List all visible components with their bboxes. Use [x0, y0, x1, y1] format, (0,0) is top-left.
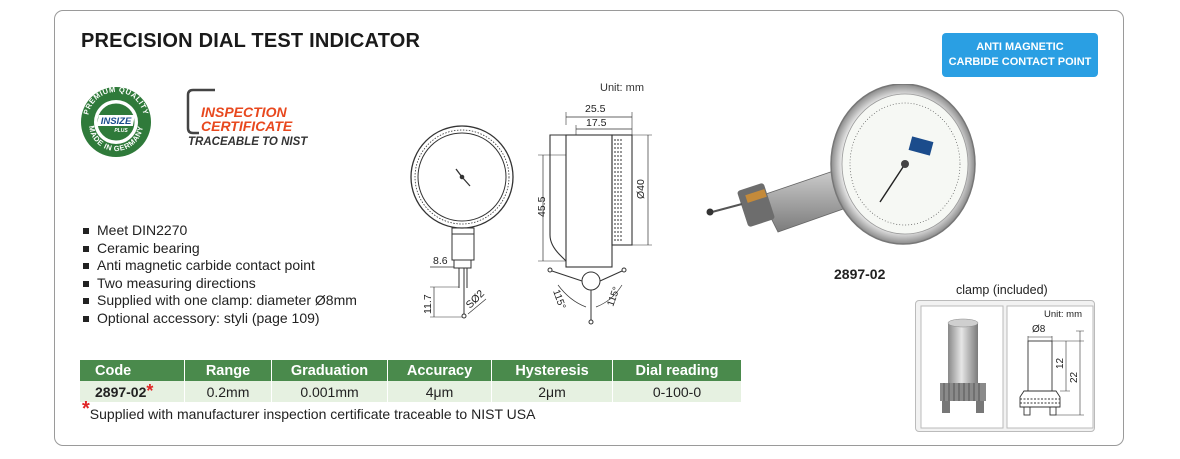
clamp-panel: Ø8 12 22 Unit: mm [915, 300, 1095, 432]
feature-item: Ceramic bearing [82, 240, 357, 258]
dim-17-5: 17.5 [586, 117, 607, 129]
column-header-hysteresis: Hysteresis [491, 360, 613, 381]
feature-item: Two measuring directions [82, 275, 357, 293]
feature-badge: ANTI MAGNETIC CARBIDE CONTACT POINT [942, 33, 1098, 77]
clamp-unit: Unit: mm [1044, 309, 1082, 320]
cell-hysteresis: 2μm [491, 381, 613, 402]
cell-graduation: 0.001mm [271, 381, 388, 402]
code-star-icon: * [146, 380, 154, 401]
footnote-text: Supplied with manufacturer inspection ce… [89, 406, 536, 422]
feature-item: Optional accessory: styli (page 109) [82, 310, 357, 328]
drawing-unit: Unit: mm [600, 82, 644, 94]
angle-right: 115° [605, 286, 622, 309]
angle-left: 115° [550, 288, 567, 311]
certificate-line-1: INSPECTION [201, 104, 287, 120]
footnote: *Supplied with manufacturer inspection c… [82, 399, 536, 422]
column-header-dial-reading: Dial reading [612, 360, 742, 381]
cell-range: 0.2mm [184, 381, 272, 402]
feature-list: Meet DIN2270 Ceramic bearing Anti magnet… [82, 222, 357, 327]
certificate-line-3: TRACEABLE TO NIST [188, 136, 308, 148]
spec-table: Code Range Graduation Accuracy Hysteresi… [80, 360, 742, 402]
code-value: 2897-02 [95, 383, 147, 400]
dim-d40: Ø40 [635, 179, 647, 199]
technical-drawing: 25.5 17.5 45.5 Ø40 8.6 11.7 SØ2 115° 115… [410, 103, 652, 325]
badge-line-1: ANTI MAGNETIC [976, 41, 1064, 53]
page-title: PRECISION DIAL TEST INDICATOR [81, 30, 421, 52]
feature-item: Anti magnetic carbide contact point [82, 257, 357, 275]
clamp-dim-d8: Ø8 [1032, 324, 1046, 335]
feature-item: Meet DIN2270 [82, 222, 357, 240]
dim-11-7: 11.7 [422, 294, 434, 314]
clamp-dim-22: 22 [1069, 371, 1080, 383]
column-header-graduation: Graduation [271, 360, 388, 381]
feature-item: Supplied with one clamp: diameter Ø8mm [82, 292, 357, 310]
dim-45-5: 45.5 [536, 196, 548, 217]
cell-accuracy: 4μm [387, 381, 492, 402]
table-row: 2897-02* 0.2mm 0.001mm 4μm 2μm 0-100-0 [80, 381, 742, 402]
column-header-code: Code [80, 360, 185, 381]
badge-line-2: CARBIDE CONTACT POINT [948, 56, 1092, 68]
table-header-row: Code Range Graduation Accuracy Hysteresi… [80, 360, 742, 381]
product-code: 2897-02 [834, 266, 886, 282]
footnote-star-icon: * [82, 398, 90, 420]
dim-25-5: 25.5 [585, 103, 606, 115]
column-header-accuracy: Accuracy [387, 360, 492, 381]
product-photo [706, 84, 976, 245]
clamp-drawing: Ø8 12 22 Unit: mm [920, 305, 1094, 429]
logo-center-sub: PLUS [114, 128, 128, 134]
dim-8-6: 8.6 [433, 255, 448, 267]
logo-center-text: INSIZE [101, 116, 132, 127]
cell-code: 2897-02* [80, 381, 185, 402]
cell-dial-reading: 0-100-0 [612, 381, 742, 402]
clamp-label: clamp (included) [956, 283, 1048, 297]
certificate-frame-icon [186, 88, 215, 135]
certificate-line-2: CERTIFICATE [201, 118, 293, 134]
column-header-range: Range [184, 360, 272, 381]
inspection-certificate-logo: INSPECTION CERTIFICATE TRACEABLE TO NIST [185, 88, 335, 148]
premium-quality-logo: PREMIUM QUALITY MADE IN GERMANY INSIZE P… [81, 85, 151, 157]
dim-s02: SØ2 [464, 288, 487, 311]
clamp-dim-12: 12 [1055, 357, 1066, 369]
